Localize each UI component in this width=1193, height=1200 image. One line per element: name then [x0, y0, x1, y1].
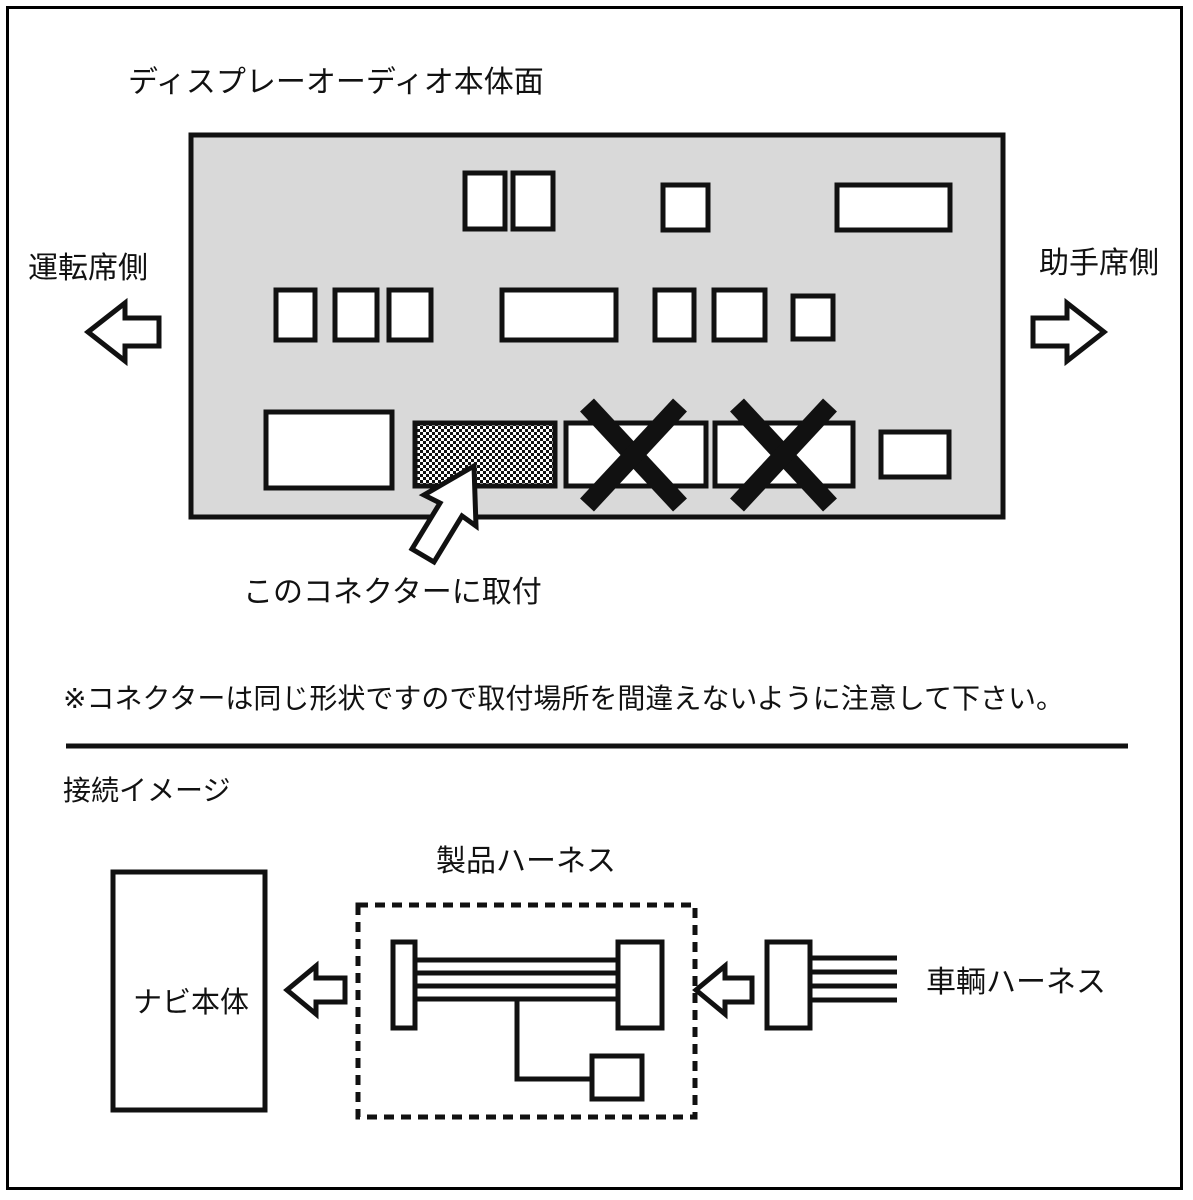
outer-frame: [6, 6, 1183, 1190]
vehicle-harness: [764, 939, 897, 1031]
cross-mark-2: [730, 398, 837, 512]
connector-r2-2: [332, 287, 380, 343]
navi-unit-label: ナビ本体: [133, 985, 250, 1019]
connector-r2-3: [386, 287, 434, 343]
product-harness-wiring: [390, 939, 665, 1102]
passenger-side-label: 助手席側: [1039, 246, 1159, 281]
connector-r1-1: [462, 170, 508, 232]
vehicle-harness-connector: [764, 939, 813, 1031]
connector-r2-4: [499, 287, 619, 343]
harness-left-connector: [390, 939, 418, 1031]
connector-r2-6: [711, 287, 768, 343]
connection-title: 接続イメージ: [63, 774, 231, 807]
to-navi-arrow-icon: [283, 960, 348, 1020]
connector-r2-7: [790, 293, 836, 342]
connector-r3-5: [878, 429, 952, 480]
panel-title: ディスプレーオーディオ本体面: [128, 65, 544, 100]
to-harness-arrow-icon: [692, 960, 755, 1020]
harness-right-connector: [615, 939, 665, 1031]
install-label: このコネクターに取付: [243, 575, 542, 610]
navi-unit-box: [110, 869, 268, 1113]
connector-r1-2: [510, 170, 556, 232]
notice-text: ※コネクターは同じ形状ですので取付場所を間違えないように注意して下さい。: [63, 682, 1064, 715]
passenger-side-arrow-icon: [1030, 297, 1109, 367]
connector-r2-1: [273, 287, 318, 343]
panel-connectors: [263, 170, 953, 491]
connector-r3-1: [263, 409, 395, 491]
connector-r2-5: [652, 287, 697, 343]
driver-side-label: 運転席側: [28, 251, 148, 286]
product-harness-label: 製品ハーネス: [436, 844, 616, 879]
product-harness-box: [355, 902, 698, 1120]
harness-branch-connector: [589, 1053, 645, 1102]
vehicle-harness-label: 車輌ハーネス: [926, 965, 1106, 1000]
connector-r1-3: [660, 182, 711, 233]
connector-target: [412, 420, 558, 489]
connector-r1-4: [834, 182, 953, 233]
driver-side-arrow-icon: [83, 297, 162, 367]
install-pointer-arrow-icon: [408, 461, 479, 566]
cross-mark-1: [580, 398, 687, 512]
